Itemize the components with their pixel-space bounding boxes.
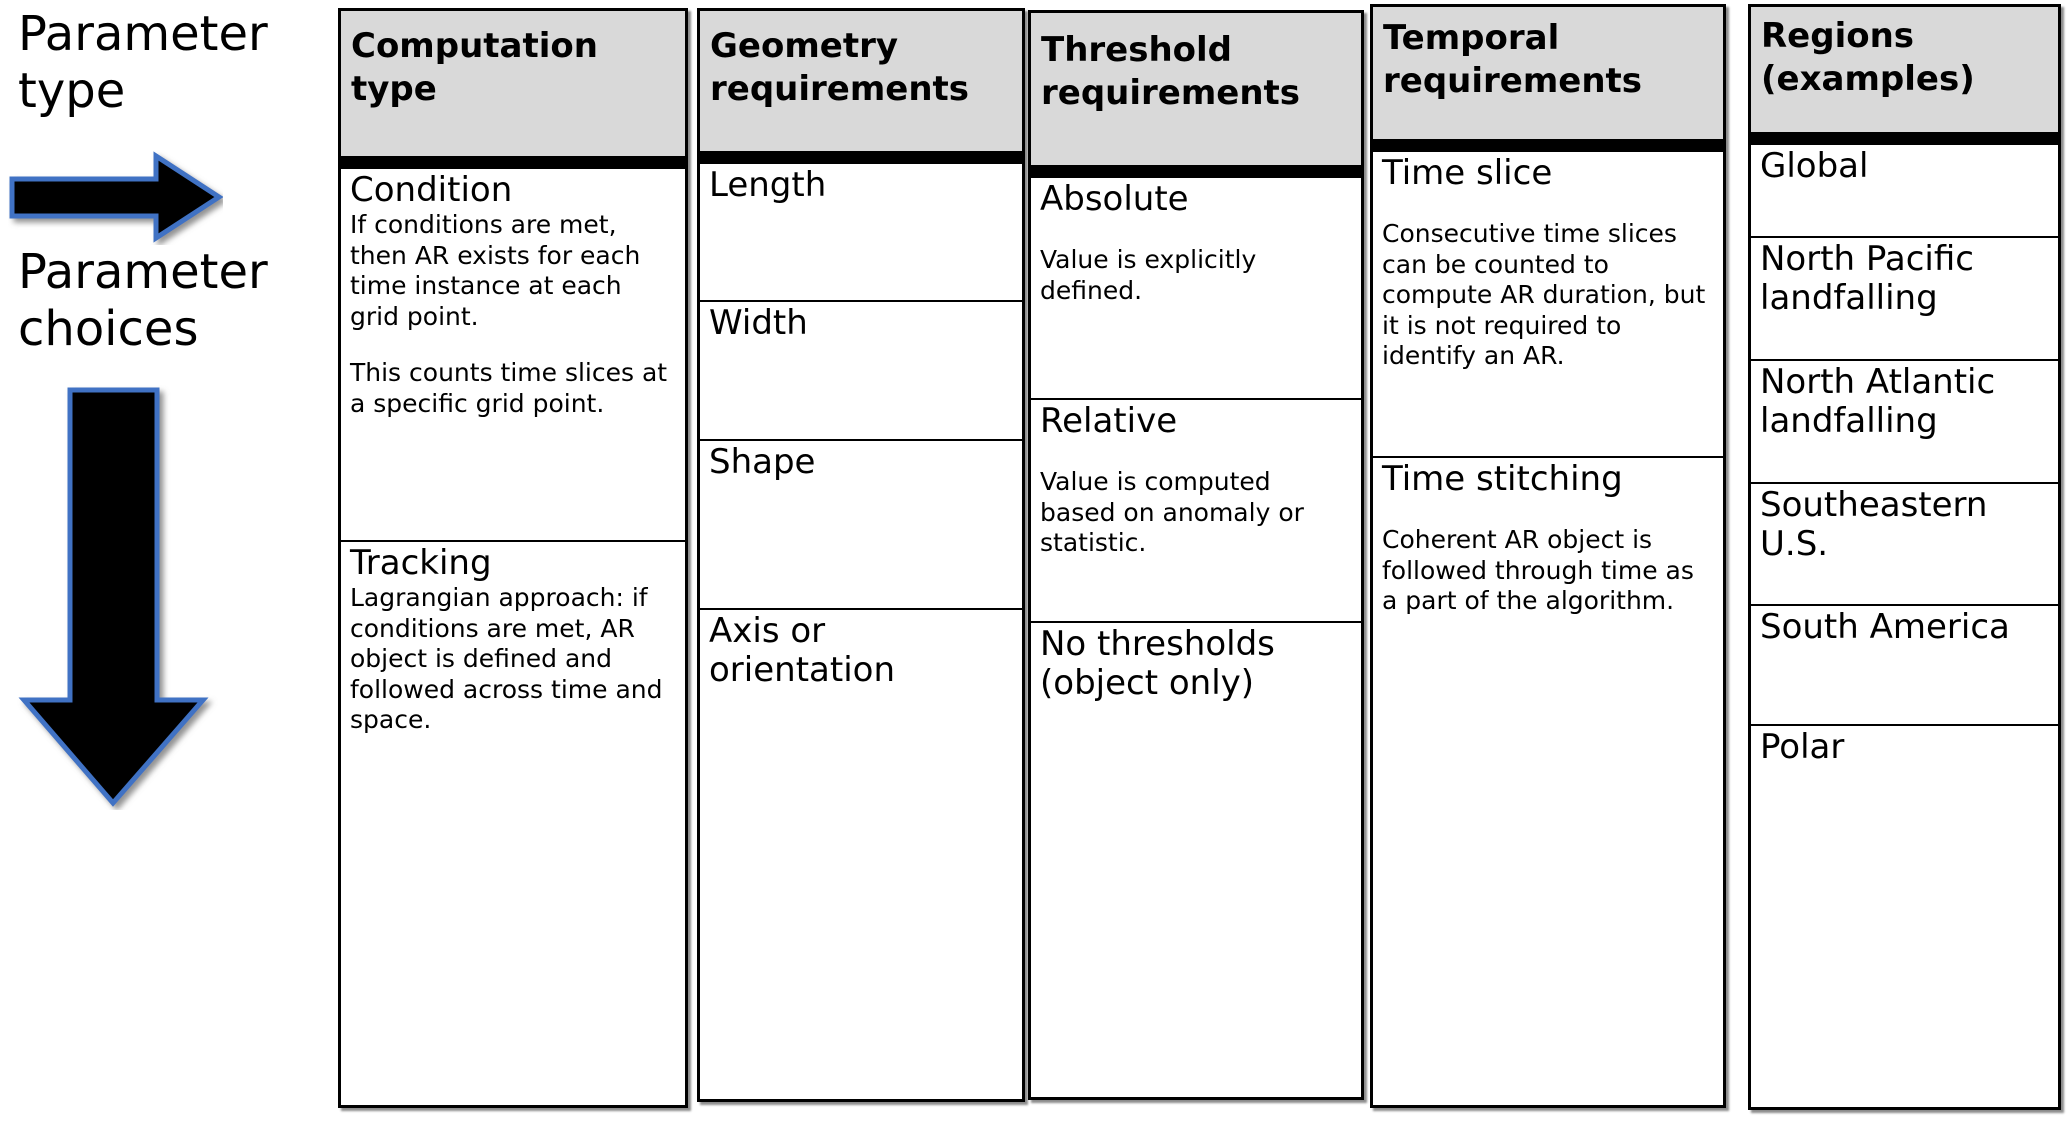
arrow-right-icon xyxy=(8,150,224,249)
cell-title: Time slice xyxy=(1382,153,1553,193)
column-regions-examples: Regions (examples) Global North Pacific … xyxy=(1748,4,2061,1110)
parameter-type-label: Parameter type xyxy=(18,6,268,119)
cell-absolute[interactable]: Absolute Value is explicitly defined. xyxy=(1031,178,1361,400)
cell-title: South America xyxy=(1760,607,2010,647)
cell-no-thresholds[interactable]: No thresholds (object only) xyxy=(1031,623,1361,1097)
cell-body-secondary: This counts time slices at a specific gr… xyxy=(350,358,668,418)
cell-north-pacific-landfalling[interactable]: North Pacific landfalling xyxy=(1751,238,2058,361)
column-cells: Condition If conditions are met, then AR… xyxy=(341,169,685,1101)
cell-body: Coherent AR object is followed through t… xyxy=(1382,525,1694,616)
cell-south-america[interactable]: South America xyxy=(1751,606,2058,726)
column-geometry-requirements: Geometry requirements Length Width Shape… xyxy=(697,8,1025,1102)
column-header-geometry-requirements: Geometry requirements xyxy=(700,11,1022,164)
cell-time-stitching[interactable]: Time stitching Coherent AR object is fol… xyxy=(1373,458,1723,1099)
column-threshold-requirements: Threshold requirements Absolute Value is… xyxy=(1028,10,1364,1100)
parameter-choices-label: Parameter choices xyxy=(18,244,268,357)
cell-title: Condition xyxy=(350,170,513,210)
column-cells: Time slice Consecutive time slices can b… xyxy=(1373,152,1723,1099)
cell-body: Value is explicitly defined. xyxy=(1040,245,1257,305)
cell-title: Time stitching xyxy=(1382,459,1623,499)
cell-axis-or-orientation[interactable]: Axis or orientation xyxy=(700,610,1022,1099)
cell-width[interactable]: Width xyxy=(700,302,1022,441)
cell-title: Tracking xyxy=(350,543,492,583)
cell-title: Polar xyxy=(1760,727,1845,767)
column-cells: Global North Pacific landfalling North A… xyxy=(1751,145,2058,990)
cell-title: Width xyxy=(709,303,808,343)
cell-shape[interactable]: Shape xyxy=(700,441,1022,610)
cell-title: North Pacific landfalling xyxy=(1760,239,1974,319)
cell-length[interactable]: Length xyxy=(700,164,1022,302)
cell-condition[interactable]: Condition If conditions are met, then AR… xyxy=(341,169,685,542)
cell-body: If conditions are met, then AR exists fo… xyxy=(350,210,641,331)
cell-polar[interactable]: Polar xyxy=(1751,726,2058,990)
left-legend-panel: Parameter type Parameter choices xyxy=(0,0,330,1122)
cell-title: Axis or orientation xyxy=(709,611,895,691)
column-header-computation-type: Computation type xyxy=(341,11,685,169)
column-header-temporal-requirements: Temporal requirements xyxy=(1373,7,1723,152)
cell-body: Lagrangian approach: if conditions are m… xyxy=(350,583,663,735)
cell-title: Global xyxy=(1760,146,1869,186)
column-cells: Absolute Value is explicitly defined. Re… xyxy=(1031,178,1361,1097)
arrow-down-icon xyxy=(10,385,220,814)
cell-title: No thresholds (object only) xyxy=(1040,624,1275,704)
cell-title: North Atlantic landfalling xyxy=(1760,362,1996,442)
cell-title: Relative xyxy=(1040,401,1178,441)
cell-title: Southeastern U.S. xyxy=(1760,485,1988,565)
cell-title: Absolute xyxy=(1040,179,1189,219)
cell-relative[interactable]: Relative Value is computed based on anom… xyxy=(1031,400,1361,623)
cell-north-atlantic-landfalling[interactable]: North Atlantic landfalling xyxy=(1751,361,2058,484)
cell-body: Consecutive time slices can be counted t… xyxy=(1382,219,1706,371)
column-computation-type: Computation type Condition If conditions… xyxy=(338,8,688,1108)
cell-southeastern-us[interactable]: Southeastern U.S. xyxy=(1751,484,2058,606)
column-cells: Length Width Shape Axis or orientation xyxy=(700,164,1022,1099)
cell-global[interactable]: Global xyxy=(1751,145,2058,238)
column-header-regions-examples: Regions (examples) xyxy=(1751,7,2058,145)
cell-time-slice[interactable]: Time slice Consecutive time slices can b… xyxy=(1373,152,1723,458)
cell-tracking[interactable]: Tracking Lagrangian approach: if conditi… xyxy=(341,542,685,1101)
cell-body: Value is computed based on anomaly or st… xyxy=(1040,467,1304,558)
cell-title: Length xyxy=(709,165,827,205)
cell-title: Shape xyxy=(709,442,816,482)
column-header-threshold-requirements: Threshold requirements xyxy=(1031,13,1361,178)
column-temporal-requirements: Temporal requirements Time slice Consecu… xyxy=(1370,4,1726,1108)
